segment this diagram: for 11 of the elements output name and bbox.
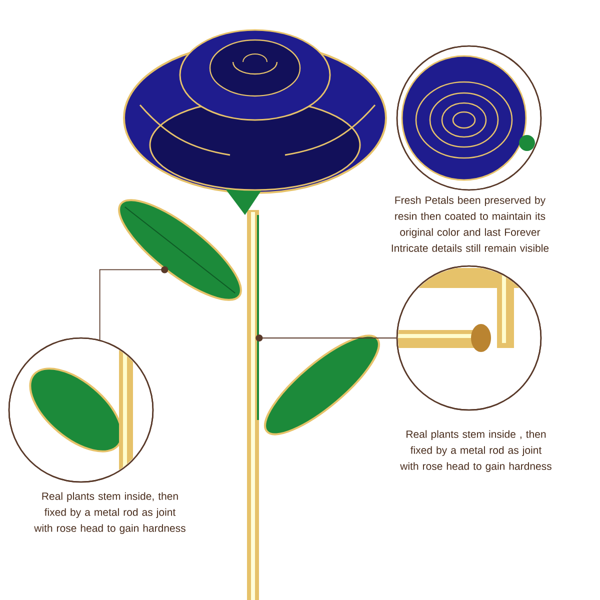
leaf-closeup-picture	[8, 337, 154, 483]
leader-line	[256, 334, 397, 342]
leader-line	[99, 266, 168, 340]
caption-text: Fresh Petals been preserved by resin then coated to maintain its original color and last Forever Intricate details still remain visible	[392, 196, 549, 252]
rose-closeup-picture	[396, 45, 542, 191]
stem-drawing	[247, 210, 259, 600]
caption-text: Real plants stem inside , then fixed by a metal rod as joint with rose head to gain hardness	[400, 430, 552, 472]
rod-closeup-picture	[396, 265, 542, 411]
rose-drawing	[123, 29, 387, 215]
caption-text: Real plants stem inside, then fixed by a metal rod as joint with rose head to gain hardness	[34, 492, 186, 534]
leaf-drawing	[118, 199, 242, 301]
